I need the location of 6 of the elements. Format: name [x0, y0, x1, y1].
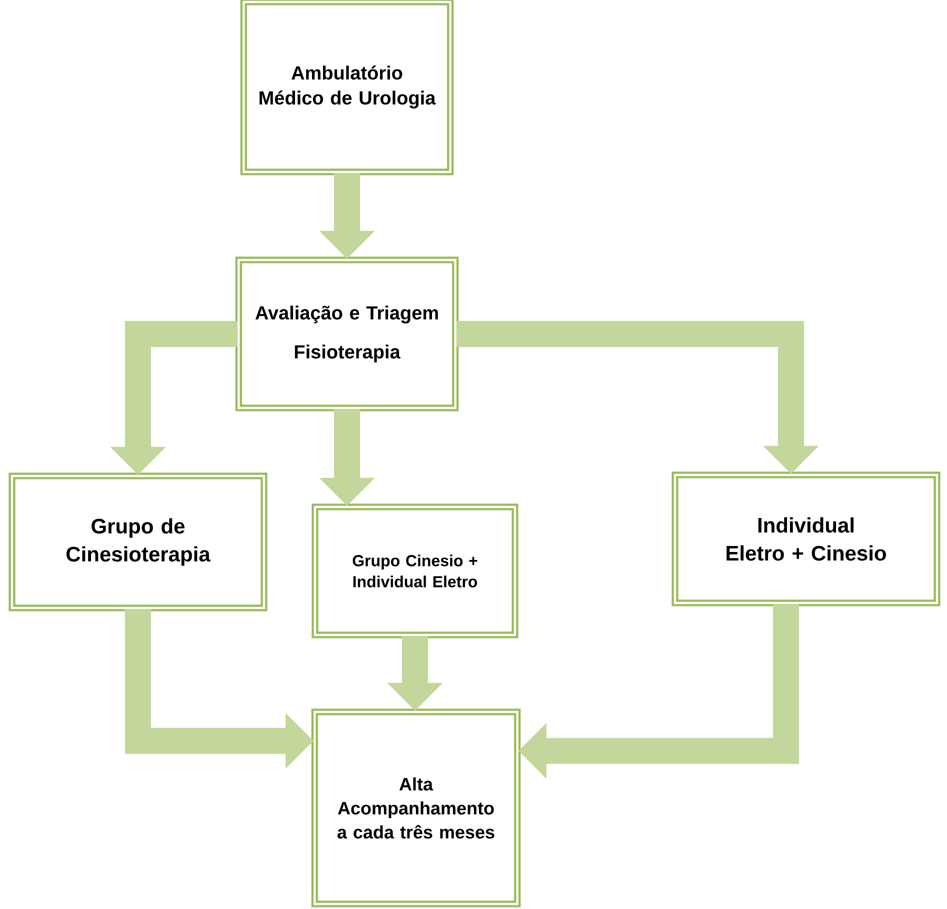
- process-box: Ambulatório Médico de Urologia: [240, 0, 454, 176]
- process-box: Individual Eletro + Cinesio: [672, 472, 940, 606]
- process-box: Grupo de Cinesioterapia: [8, 472, 268, 612]
- process-box: Avaliação e Triagem Fisioterapia: [235, 256, 459, 412]
- process-box: Alta Acompanhamento a cada três meses: [311, 708, 521, 908]
- process-box: Grupo Cinesio + Individual Eletro: [312, 504, 518, 638]
